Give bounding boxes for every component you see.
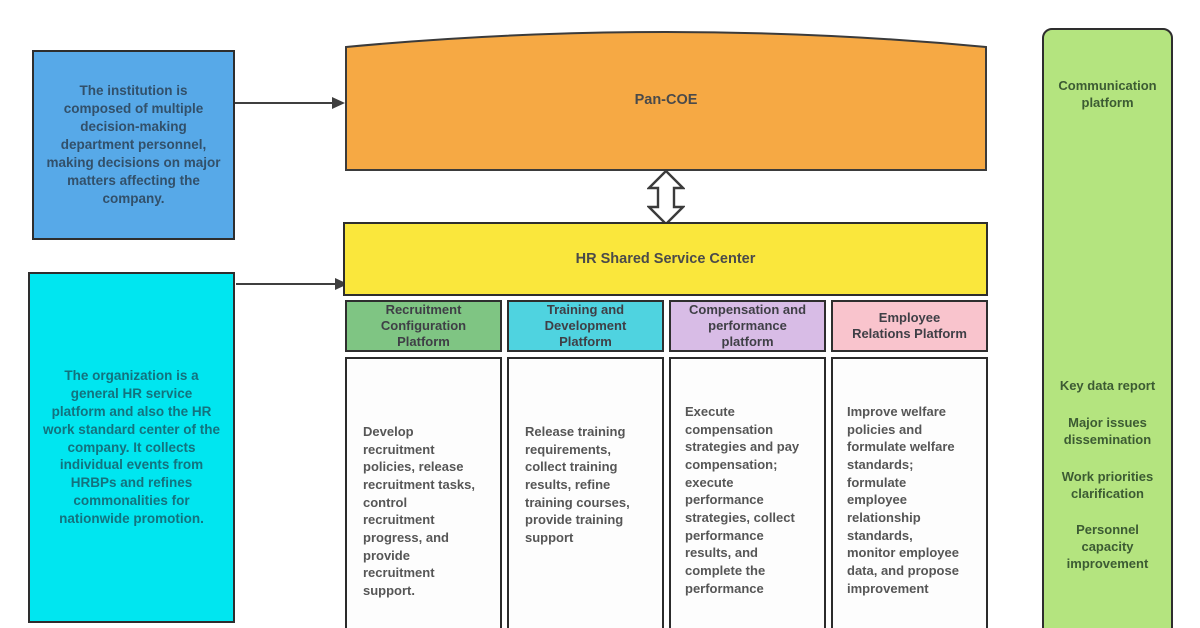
hr-ssc-label: HR Shared Service Center [575,251,756,267]
platform-body-text: Develop recruitment policies, release re… [363,424,475,599]
platform-header-recruitment: Recruitment Configuration Platform [345,300,502,352]
platform-body-text: Improve welfare policies and formulate w… [847,404,959,596]
platform-header-label: Training and Development Platform [544,302,627,349]
comm-item-work-priorities: Work priorities clarification [1061,468,1154,501]
arrow-organization-to-hrssc [236,278,348,290]
arrowhead-icon [332,97,345,109]
arrow-institution-to-pancoe [235,97,345,109]
platform-body-text: Release training requirements, collect t… [525,424,630,546]
platform-body-recruitment: Develop recruitment policies, release re… [345,357,502,628]
comm-item-personnel-capacity: Personnel capacity improvement [1066,522,1149,572]
organization-note-text: The organization is a general HR service… [42,367,221,527]
pan-coe-banner: Pan-COE [343,27,989,172]
double-arrow-icon [647,169,685,226]
platform-header-label: Employee Relations Platform [852,310,967,341]
platform-body-text: Execute compensation strategies and pay … [685,404,800,596]
organization-note-box: The organization is a general HR service… [28,272,235,623]
communication-platform-panel: Communication platform Key data report M… [1042,28,1173,628]
communication-platform-items: Key data report Major issues disseminati… [1044,378,1171,573]
comm-item-major-issues: Major issues dissemination [1063,414,1152,447]
hr-shared-service-center-bar: HR Shared Service Center [343,222,988,296]
platform-header-label: Compensation and performance platform [689,302,807,349]
institution-note-box: The institution is composed of multiple … [32,50,235,240]
pan-coe-shape [345,31,987,171]
platform-header-label: Recruitment Configuration Platform [380,302,467,349]
platform-header-compensation: Compensation and performance platform [669,300,826,352]
communication-platform-title: Communication platform [1058,78,1157,110]
platform-body-compensation: Execute compensation strategies and pay … [669,357,826,628]
platform-body-employee-relations: Improve welfare policies and formulate w… [831,357,988,628]
platform-header-training: Training and Development Platform [507,300,664,352]
platform-body-training: Release training requirements, collect t… [507,357,664,628]
platform-header-employee-relations: Employee Relations Platform [831,300,988,352]
comm-item-key-data-report: Key data report [1059,378,1156,393]
institution-note-text: The institution is composed of multiple … [46,83,221,206]
pan-coe-label: Pan-COE [634,92,698,108]
